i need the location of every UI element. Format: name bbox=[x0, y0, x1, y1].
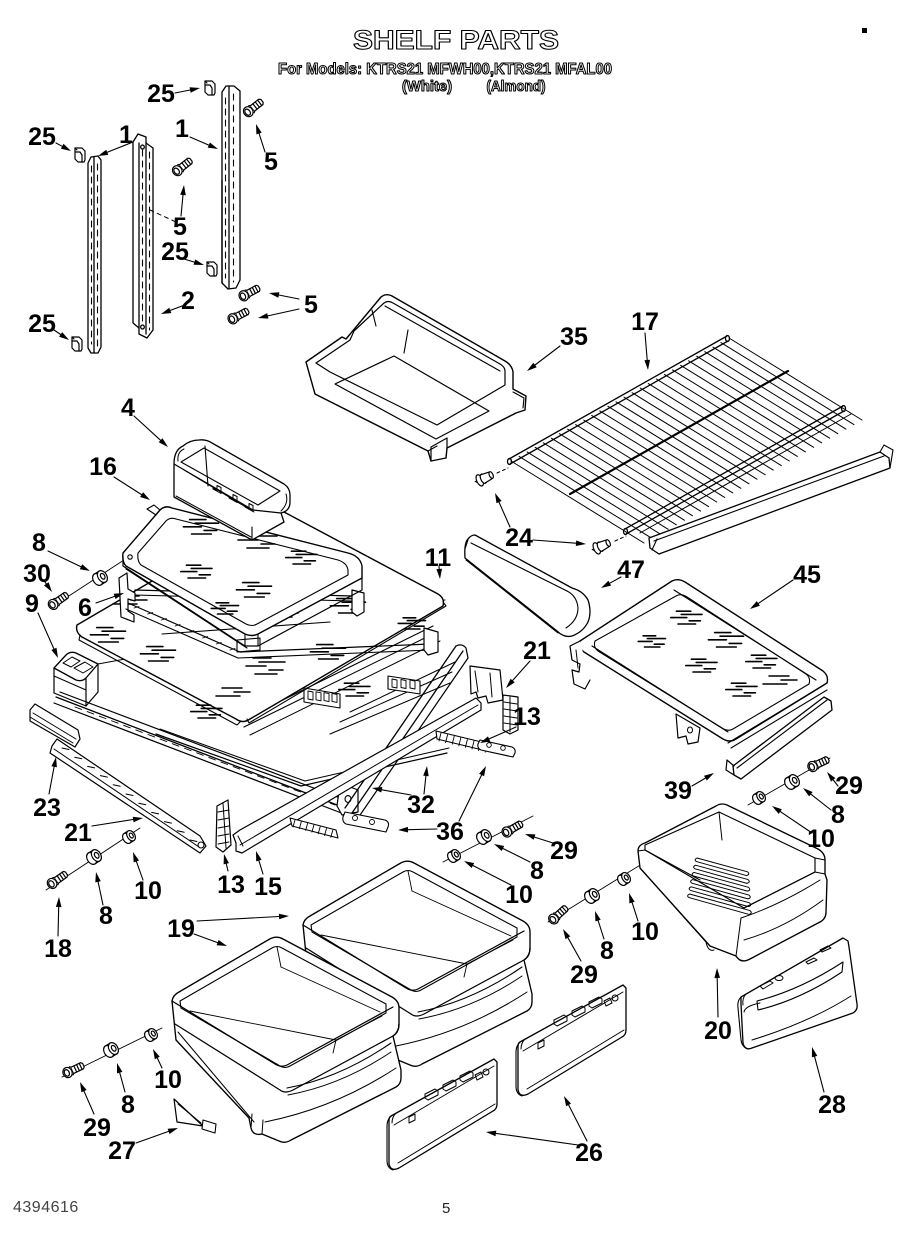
svg-text:SHELF PARTS: SHELF PARTS bbox=[353, 25, 559, 55]
svg-text:4: 4 bbox=[121, 394, 135, 422]
svg-text:11: 11 bbox=[425, 544, 452, 572]
svg-text:24: 24 bbox=[505, 524, 533, 552]
svg-text:19: 19 bbox=[167, 915, 195, 943]
svg-text:10: 10 bbox=[134, 877, 162, 905]
svg-text:21: 21 bbox=[523, 637, 551, 665]
svg-text:5: 5 bbox=[264, 148, 278, 176]
svg-text:10: 10 bbox=[631, 918, 659, 946]
svg-text:29: 29 bbox=[550, 837, 578, 865]
svg-text:35: 35 bbox=[560, 323, 588, 351]
svg-text:8: 8 bbox=[831, 801, 845, 829]
svg-text:26: 26 bbox=[575, 1139, 603, 1167]
svg-text:30: 30 bbox=[23, 560, 51, 588]
svg-text:(Almond): (Almond) bbox=[487, 78, 546, 95]
svg-text:28: 28 bbox=[818, 1091, 846, 1119]
svg-text:13: 13 bbox=[513, 703, 541, 731]
svg-text:25: 25 bbox=[28, 123, 56, 151]
svg-text:10: 10 bbox=[807, 825, 835, 853]
svg-text:5: 5 bbox=[304, 291, 318, 319]
svg-text:1: 1 bbox=[175, 115, 189, 143]
svg-text:15: 15 bbox=[254, 873, 282, 901]
svg-text:21: 21 bbox=[64, 819, 92, 847]
svg-text:29: 29 bbox=[835, 772, 863, 800]
svg-text:8: 8 bbox=[121, 1091, 135, 1119]
svg-text:8: 8 bbox=[32, 529, 46, 557]
svg-text:4394616: 4394616 bbox=[13, 1199, 79, 1216]
svg-text:18: 18 bbox=[44, 935, 72, 963]
svg-text:47: 47 bbox=[617, 556, 645, 584]
svg-text:9: 9 bbox=[25, 590, 39, 618]
svg-text:8: 8 bbox=[99, 902, 113, 930]
svg-text:20: 20 bbox=[704, 1017, 732, 1045]
svg-text:32: 32 bbox=[407, 791, 435, 819]
svg-text:5: 5 bbox=[442, 1200, 450, 1217]
svg-text:45: 45 bbox=[793, 561, 821, 589]
svg-text:27: 27 bbox=[108, 1137, 136, 1165]
svg-text:29: 29 bbox=[570, 961, 598, 989]
svg-text:17: 17 bbox=[631, 308, 659, 336]
svg-text:23: 23 bbox=[33, 794, 61, 822]
svg-text:16: 16 bbox=[89, 453, 117, 481]
svg-text:10: 10 bbox=[154, 1066, 182, 1094]
svg-text:29: 29 bbox=[83, 1114, 111, 1142]
svg-text:10: 10 bbox=[505, 881, 533, 909]
svg-text:2: 2 bbox=[181, 287, 195, 315]
svg-text:6: 6 bbox=[78, 594, 92, 622]
svg-text:25: 25 bbox=[147, 80, 175, 108]
svg-text:5: 5 bbox=[173, 213, 187, 241]
svg-text:8: 8 bbox=[600, 937, 614, 965]
svg-text:25: 25 bbox=[28, 310, 56, 338]
svg-text:1: 1 bbox=[119, 121, 133, 149]
svg-text:25: 25 bbox=[161, 238, 189, 266]
svg-text:(White): (White) bbox=[402, 78, 452, 95]
svg-text:13: 13 bbox=[217, 871, 245, 899]
svg-text:8: 8 bbox=[530, 857, 544, 885]
svg-text:39: 39 bbox=[664, 777, 692, 805]
svg-text:For Models: KTRS21 MFWH00,KTRS: For Models: KTRS21 MFWH00,KTRS21 MFAL00 bbox=[278, 61, 612, 78]
svg-text:36: 36 bbox=[436, 818, 464, 846]
